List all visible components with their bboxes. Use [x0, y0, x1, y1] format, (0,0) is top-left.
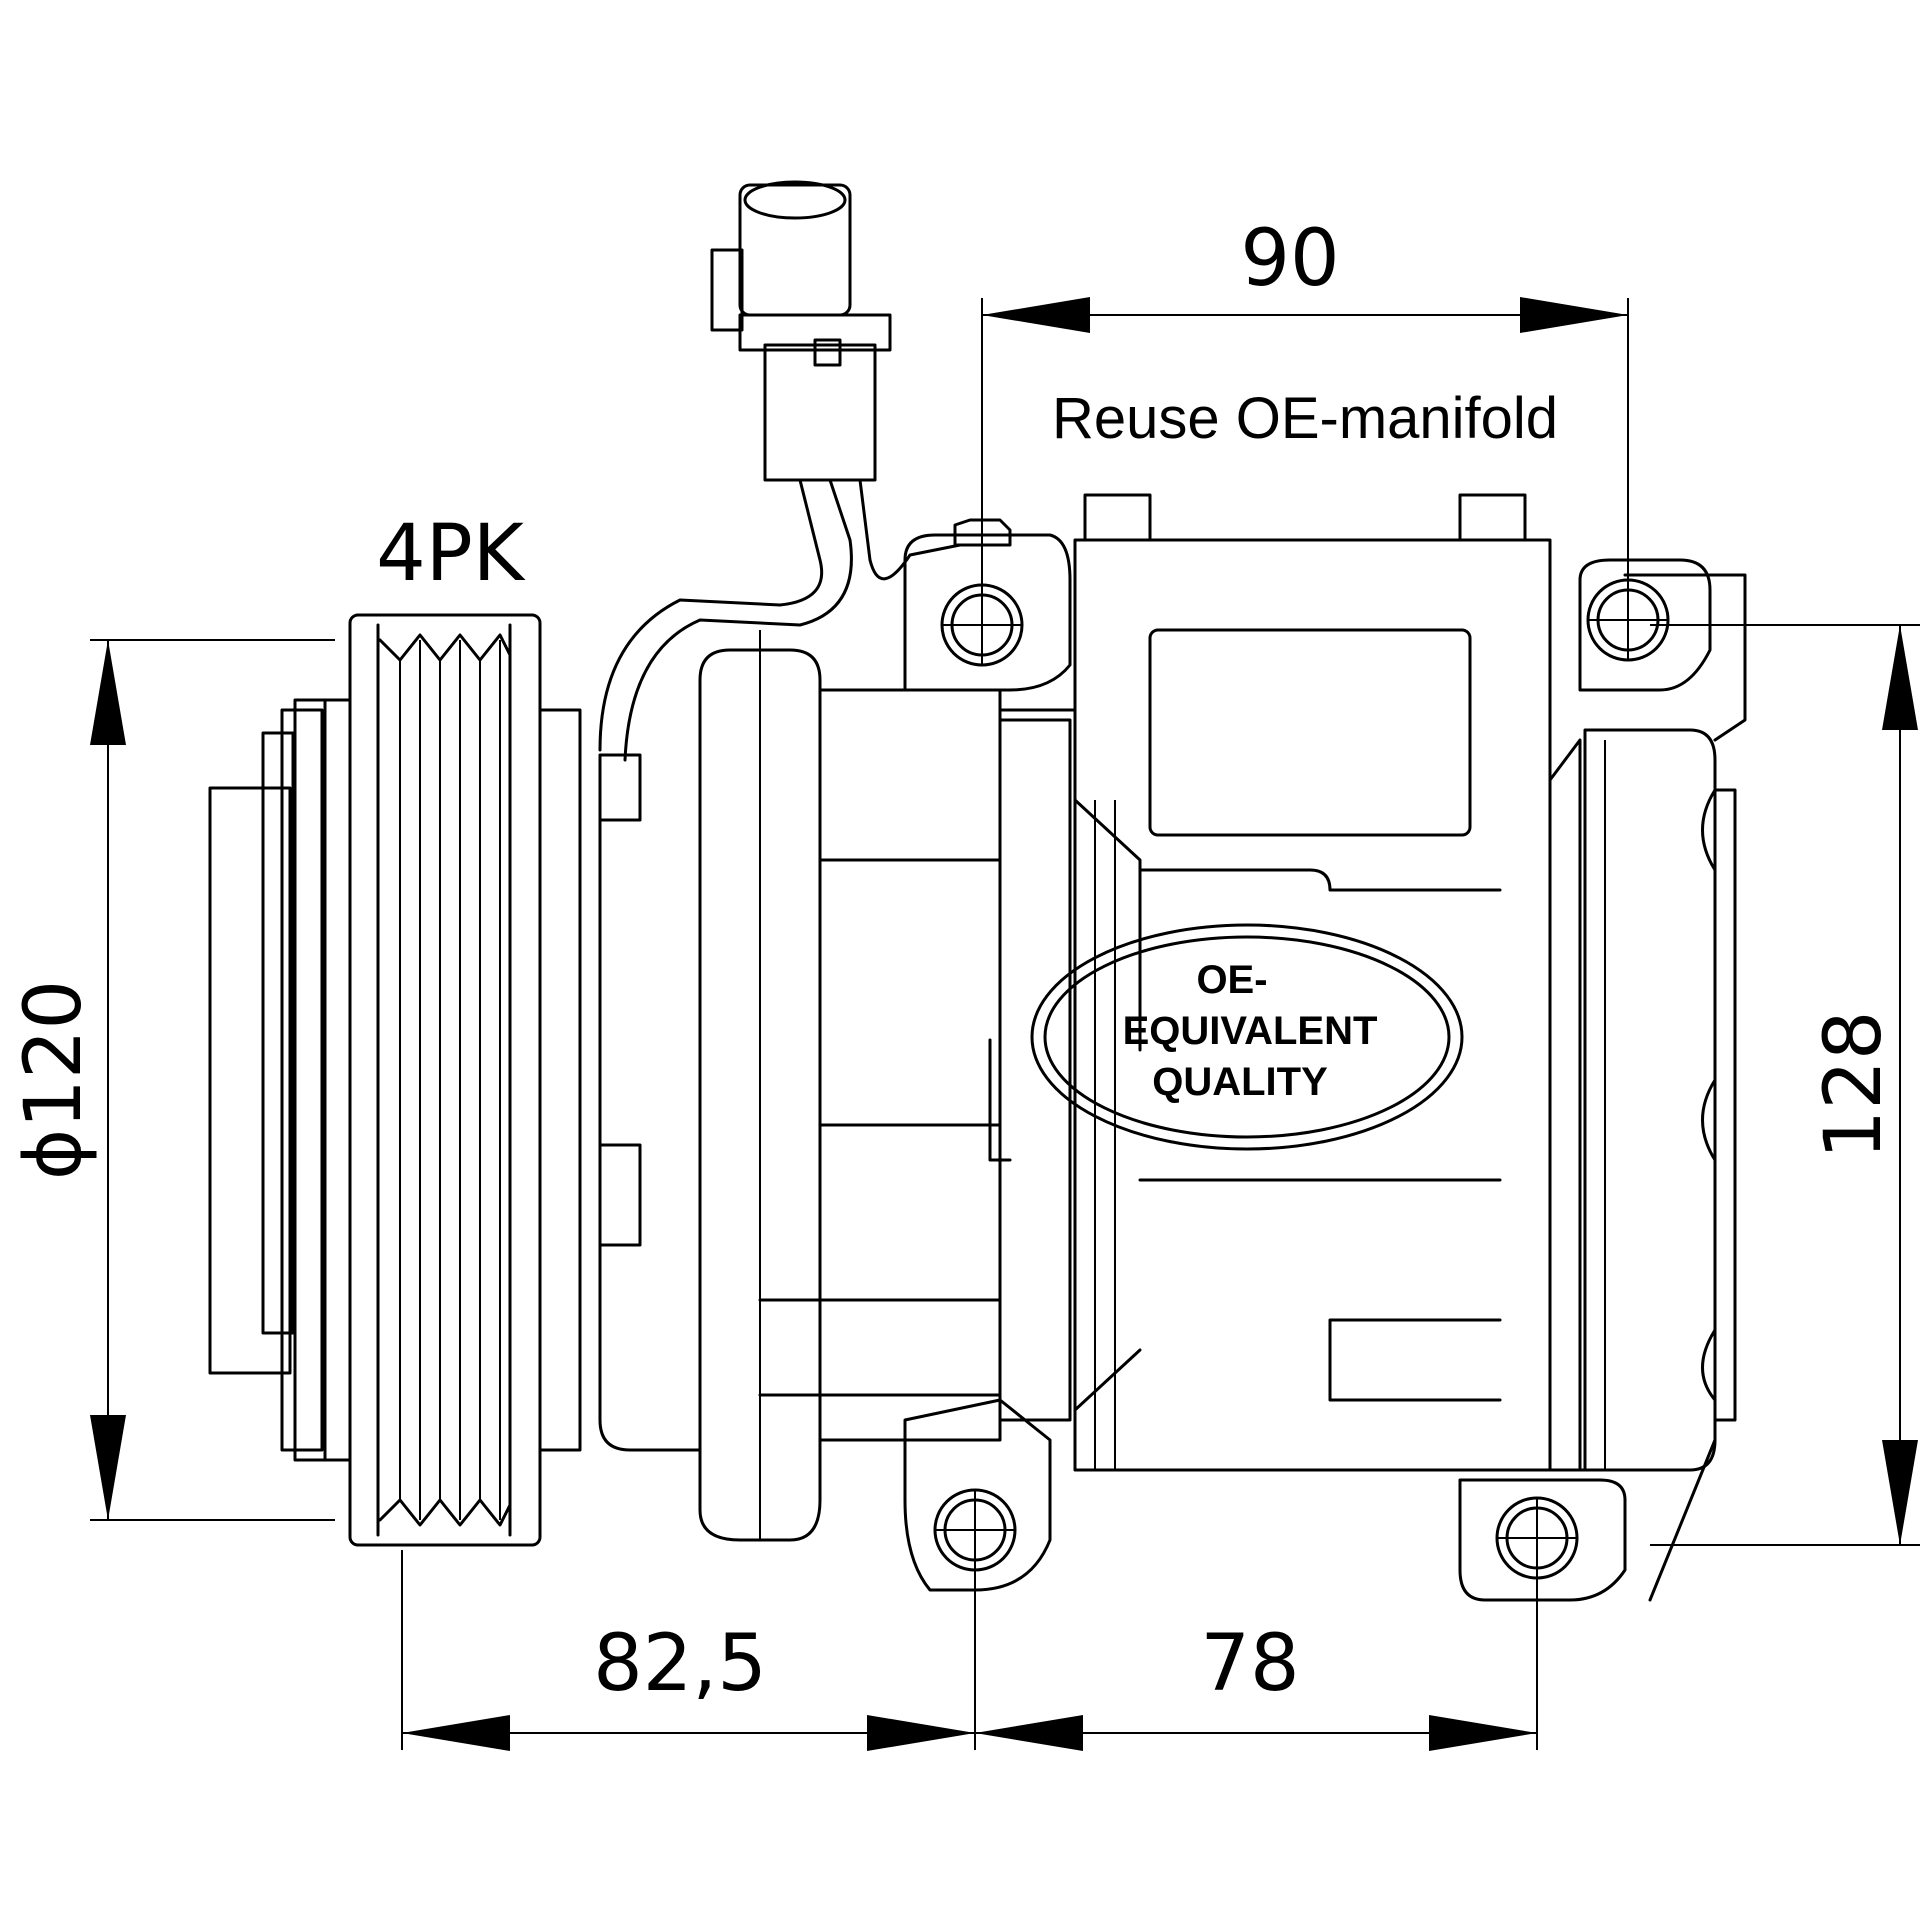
dimension-height: 128 — [1650, 624, 1920, 1546]
dimension-90-label: 90 — [1240, 214, 1339, 304]
badge-line-2: EQUIVALENT — [1123, 1009, 1378, 1053]
manifold-note: Reuse OE-manifold — [1052, 386, 1558, 451]
clutch-plate — [208, 698, 352, 1462]
bottom-span-label: 78 — [1200, 1619, 1299, 1709]
badge-line-1: OE- — [1196, 958, 1267, 1002]
diameter-label: ϕ120 — [9, 980, 99, 1180]
offset-label: 82,5 — [593, 1619, 767, 1709]
badge-line-3: QUALITY — [1152, 1060, 1328, 1104]
dimension-top-span: 90 — [981, 214, 1629, 665]
front-housing — [598, 630, 1072, 1542]
oe-quality-badge: OE- EQUIVALENT QUALITY — [1030, 923, 1464, 1151]
dimension-bottom-span: 78 — [975, 1578, 1538, 1751]
dimension-pulley-offset: 82,5 — [401, 1550, 976, 1751]
bolt-hole-bottom-right — [1495, 1496, 1579, 1580]
dimension-pulley-diameter: ϕ120 — [9, 639, 335, 1521]
belt-profile-label: 4PK — [376, 509, 526, 599]
electrical-connector — [598, 180, 962, 762]
pulley — [348, 613, 582, 1547]
height-label: 128 — [1809, 1011, 1899, 1160]
bolt-hole-bottom-left — [933, 1488, 1017, 1572]
compressor-body — [903, 493, 1747, 1602]
